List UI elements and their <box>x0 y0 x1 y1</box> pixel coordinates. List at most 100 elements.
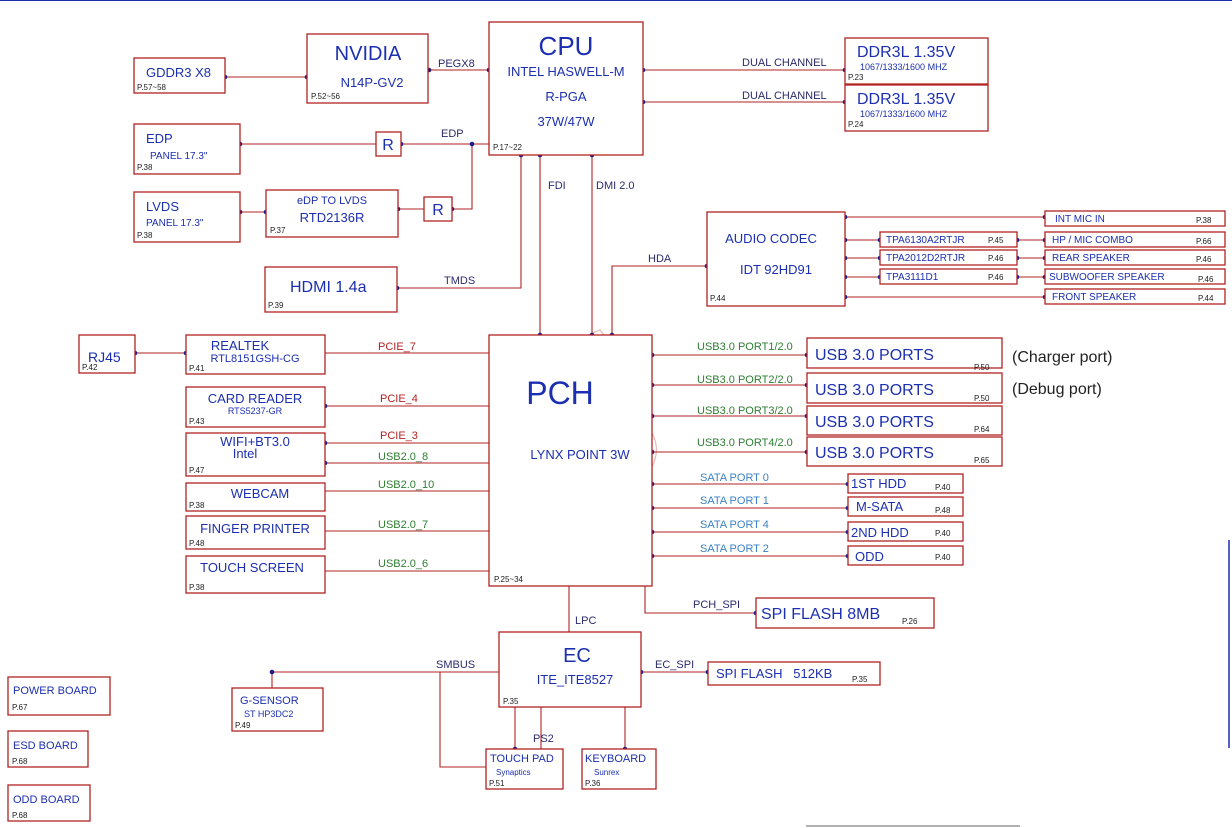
edp-sub: PANEL 17.3" <box>150 151 208 162</box>
cpu-block: CPU INTEL HASWELL-M R-PGA 37W/47W P.17~2… <box>488 21 644 156</box>
usb-port-2-label: USB3.0 PORT2/2.0 <box>697 374 793 386</box>
realtek-page: P.41 <box>189 364 205 373</box>
spi-ec-title: SPI FLASH 512KB <box>716 666 832 681</box>
usb-3-title: USB 3.0 PORTS <box>815 414 934 431</box>
ddr1-speed: 1067/1333/1600 MHZ <box>860 62 948 72</box>
sata-port-1-label: SATA PORT 1 <box>700 495 769 507</box>
touchpad-title: TOUCH PAD <box>490 753 554 765</box>
sata-2-title: M-SATA <box>856 499 904 514</box>
ddr1-page: P.23 <box>848 73 864 82</box>
usb-1-page: P.50 <box>974 363 990 372</box>
rj45-block: RJ45 P.42 <box>78 334 136 374</box>
hdmi-title: HDMI 1.4a <box>290 279 367 296</box>
lvds-title: LVDS <box>146 199 179 214</box>
audio-codec-block: AUDIO CODEC IDT 92HD91 P.44 <box>706 211 846 307</box>
sata-3-title: 2ND HDD <box>851 525 909 540</box>
edp-page: P.38 <box>137 163 153 172</box>
pch-block: PCH LYNX POINT 3W P.25~34 <box>488 334 653 587</box>
usb-2-title: USB 3.0 PORTS <box>815 382 934 399</box>
usb-4-title: USB 3.0 PORTS <box>815 445 934 462</box>
nvidia-title: NVIDIA <box>335 43 402 65</box>
gddr-block: GDDR3 X8 P.57~58 <box>133 57 226 94</box>
odd-board-title: ODD BOARD <box>13 794 80 806</box>
sata-device-1: 1ST HDD P.40 <box>847 473 964 494</box>
usb-3-page: P.64 <box>974 425 990 434</box>
realtek-title: REALTEK <box>211 338 270 353</box>
sata-port-0-label: SATA PORT 0 <box>700 472 769 484</box>
nvidia-page: P.52~56 <box>311 92 341 101</box>
amp-3-name: TPA3111D1 <box>886 272 939 283</box>
sig-usb6: USB2.0_6 <box>378 558 428 570</box>
wifi-page: P.47 <box>189 466 205 475</box>
gsensor-title: G-SENSOR <box>240 695 299 707</box>
nvidia-model: N14P-GV2 <box>341 75 404 90</box>
edp-lvds-bridge-block: eDP TO LVDS RTD2136R P.37 <box>265 189 399 238</box>
sig-dual2: DUAL CHANNEL <box>742 90 827 102</box>
audio-out-2-page: P.66 <box>1196 237 1212 246</box>
ddr2-speed: 1067/1333/1600 MHZ <box>860 109 948 119</box>
amp-2-page: P.46 <box>988 254 1004 263</box>
amp-2-name: TPA2012D2RTJR <box>886 253 965 264</box>
cpu-line-1: INTEL HASWELL-M <box>507 64 624 79</box>
touch-page: P.38 <box>189 583 205 592</box>
ddr2-title: DDR3L 1.35V <box>857 91 955 108</box>
lvds-page: P.38 <box>137 231 153 240</box>
card-page: P.43 <box>189 417 205 426</box>
sig-fdi: FDI <box>548 180 566 192</box>
amp-1-name: TPA6130A2RTJR <box>886 235 965 246</box>
card-title: CARD READER <box>208 391 303 406</box>
audio-title: AUDIO CODEC <box>725 231 817 246</box>
power-board-page: P.67 <box>12 703 28 712</box>
spi-ec-page: P.35 <box>852 675 868 684</box>
webcam-block: WEBCAM P.38 <box>185 482 326 512</box>
ddr-block-1: DDR3L 1.35V 1067/1333/1600 MHZ P.23 <box>844 37 989 85</box>
wires <box>135 69 1045 768</box>
resistor-2: R <box>423 196 453 222</box>
sata-2-page: P.48 <box>935 506 951 515</box>
gddr-page: P.57~58 <box>137 83 167 92</box>
touch-screen-block: TOUCH SCREEN P.38 <box>185 555 326 594</box>
usb-port-3-label: USB3.0 PORT3/2.0 <box>697 405 793 417</box>
ec-page: P.35 <box>503 697 519 706</box>
ec-title: EC <box>563 645 591 667</box>
usb-port-4-label: USB3.0 PORT4/2.0 <box>697 437 793 449</box>
edp-title: EDP <box>146 131 173 146</box>
lvds-block: LVDS PANEL 17.3" P.38 <box>133 191 241 243</box>
ddr1-title: DDR3L 1.35V <box>857 44 955 61</box>
bridge-page: P.37 <box>270 226 286 235</box>
sig-pegx8: PEGX8 <box>438 58 475 70</box>
audio-out-2: HP / MIC COMBO P.66 <box>1044 231 1226 248</box>
spi-page: P.26 <box>902 617 918 626</box>
sata-port-4-label: SATA PORT 4 <box>700 519 769 531</box>
resistor-1: R <box>375 131 402 157</box>
audio-out-1-page: P.38 <box>1196 216 1212 225</box>
realtek-model: RTL8151GSH-CG <box>210 353 299 365</box>
esd-board-block: ESD BOARD P.68 <box>7 730 89 768</box>
bridge-title: eDP TO LVDS <box>297 195 367 207</box>
esd-board-page: P.68 <box>12 757 28 766</box>
usb-1-title: USB 3.0 PORTS <box>815 347 934 364</box>
audio-out-4: SUBWOOFER SPEAKER P.46 <box>1044 268 1226 285</box>
keyboard-sub: Sunrex <box>594 768 619 777</box>
ddr-block-2: DDR3L 1.35V 1067/1333/1600 MHZ P.24 <box>844 84 989 132</box>
finger-printer-block: FINGER PRINTER P.48 <box>185 515 326 550</box>
gsensor-page: P.49 <box>235 721 251 730</box>
bridge-model: RTD2136R <box>300 210 365 225</box>
sata-device-4: ODD P.40 <box>847 545 964 566</box>
sig-dmi: DMI 2.0 <box>596 180 635 192</box>
usb-port-3: USB 3.0 PORTS P.64 <box>806 405 1003 436</box>
pch-page: P.25~34 <box>494 575 524 584</box>
audio-out-3: REAR SPEAKER P.46 <box>1044 249 1226 266</box>
finger-page: P.48 <box>189 539 205 548</box>
usb-2-note: (Debug port) <box>1012 381 1102 398</box>
card-reader-block: CARD READER RTS5237-GR P.43 <box>185 386 326 428</box>
webcam-page: P.38 <box>189 501 205 510</box>
amp-1-page: P.45 <box>988 236 1004 245</box>
wifi-block: WIFI+BT3.0 Intel P.47 <box>185 432 326 477</box>
cpu-line-2: R-PGA <box>545 89 587 104</box>
keyboard-title: KEYBOARD <box>585 753 646 765</box>
sata-device-2: M-SATA P.48 <box>847 496 964 517</box>
audio-out-3-page: P.46 <box>1196 255 1212 264</box>
webcam-title: WEBCAM <box>231 486 290 501</box>
